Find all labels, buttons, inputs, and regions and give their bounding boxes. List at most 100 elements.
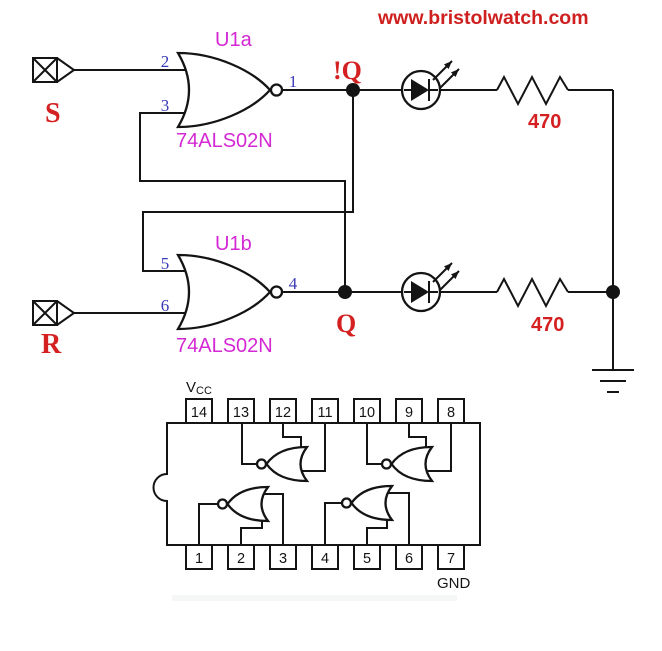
dip-pin-box-14	[185, 398, 213, 424]
s-connector-point	[56, 57, 76, 83]
dip-nor-gate-bottomleft	[226, 485, 271, 523]
dip-pin-number-7: 7	[447, 551, 455, 567]
dip-pin-box-3	[269, 544, 297, 570]
led-q	[400, 262, 460, 313]
led-arrowhead-2	[451, 69, 459, 77]
label-s: S	[45, 98, 61, 129]
dip-pin-number-13: 13	[233, 405, 249, 421]
dip-pin-box-9	[395, 398, 423, 424]
dip-pin-box-7	[437, 544, 465, 570]
dip-body-outline	[152, 422, 481, 546]
wire-notq-feedback-to-pin5	[142, 90, 354, 272]
resistor-r2-zigzag	[496, 276, 569, 309]
u1a-pin3-number: 3	[161, 96, 170, 115]
dip-gate10-output-wire	[366, 423, 381, 465]
dip-bottom-pins: 1 2 3 4 5 6 7	[185, 544, 465, 570]
dip-pin-number-14: 14	[191, 405, 207, 421]
junction-notq	[346, 83, 360, 97]
nor-gate-u1a	[175, 51, 284, 129]
led-not-q	[400, 60, 460, 111]
dip-nor-bubble-topright	[380, 458, 393, 470]
led-diode-triangle	[411, 281, 429, 303]
dip-package: 14 13 12 11 10 9 8 1 2 3 4 5	[152, 379, 481, 592]
dip-top-pins: 14 13 12 11 10 9 8	[185, 398, 465, 424]
dip-internal-gates	[216, 445, 435, 523]
site-url-text: www.bristolwatch.com	[377, 7, 589, 29]
label-r: R	[41, 329, 62, 360]
dip-pin-number-9: 9	[405, 405, 413, 421]
u1b-pin4-number: 4	[289, 274, 298, 293]
resistor-r1-zigzag	[496, 74, 569, 107]
dip-gate4-output-wire	[324, 502, 341, 545]
led-arrowhead-2	[451, 271, 459, 279]
s-connector-box	[32, 57, 58, 83]
dip-pin-number-8: 8	[447, 405, 455, 421]
wire-q-feedback-to-pin3	[139, 112, 346, 292]
dip-nor-bubble-bottomright	[340, 497, 353, 509]
led-diode-bar	[404, 79, 438, 101]
dip-gnd-label: GND	[437, 575, 471, 592]
u1b-pin6-number: 6	[161, 296, 170, 315]
u1b-pin5-number: 5	[161, 254, 170, 273]
dip-pin-box-5	[353, 544, 381, 570]
dip-pin-box-4	[311, 544, 339, 570]
u1a-pin2-number: 2	[161, 52, 170, 71]
dip-vcc-label: VCC	[186, 379, 212, 397]
dip-pin-number-11: 11	[317, 405, 332, 421]
dip-gate1-output-wire	[198, 503, 217, 545]
u1b-invert-bubble	[269, 285, 284, 299]
u1b-designator: U1b	[215, 233, 252, 255]
s-connector-x-icon	[32, 57, 58, 83]
u1a-pin1-number: 1	[289, 72, 298, 91]
u1a-designator: U1a	[215, 29, 253, 51]
dip-pin-number-3: 3	[279, 551, 287, 567]
dip-nor-bubble-bottomleft	[216, 498, 229, 510]
label-not-q: !Q	[333, 56, 362, 85]
junction-q	[338, 285, 352, 299]
led-diode-bar	[404, 281, 438, 303]
dip-nor-gate-topleft	[265, 445, 310, 483]
dip-pin-number-12: 12	[275, 405, 291, 421]
dip-gate13-input11-wire	[298, 423, 326, 472]
label-q: Q	[336, 309, 356, 338]
u1b-gate-body	[175, 253, 272, 331]
junction-rail	[606, 285, 620, 299]
dip-gate13-input12-wire	[282, 423, 302, 455]
led-diode-triangle	[411, 79, 429, 101]
dip-nor-bubble-topleft	[255, 458, 268, 470]
dip-pin-box-10	[353, 398, 381, 424]
r-connector-point	[56, 300, 76, 326]
dip-vcc-v: V	[186, 379, 196, 396]
r-connector-x-icon	[32, 300, 58, 326]
wires	[74, 69, 614, 370]
u1a-part-number: 74ALS02N	[176, 130, 273, 152]
dip-gate10-input9-wire	[408, 423, 427, 455]
dip-pin-box-6	[395, 544, 423, 570]
resistor-r1-value: 470	[528, 111, 561, 133]
dip-pin-box-8	[437, 398, 465, 424]
resistor-r2-value: 470	[531, 314, 564, 336]
dip-pin-box-2	[227, 544, 255, 570]
u1b-part-number: 74ALS02N	[176, 335, 273, 357]
dip-pin-box-1	[185, 544, 213, 570]
dip-gate4-input6-wire	[384, 492, 410, 545]
dip-internal-wires	[198, 423, 452, 545]
u1a-invert-bubble	[269, 83, 284, 97]
led-arrowhead-1	[444, 263, 452, 271]
dip-pin-box-12	[269, 398, 297, 424]
led-arrowhead-1	[444, 61, 452, 69]
dip-vcc-sub: CC	[196, 385, 212, 397]
dip-pin-number-10: 10	[359, 405, 375, 421]
ground-bars	[592, 369, 634, 393]
dip-nor-gate-topright	[390, 445, 435, 483]
dip-gate10-input8-wire	[423, 423, 452, 472]
dip-nor-gate-bottomright	[350, 484, 395, 522]
nor-gate-u1b	[175, 253, 284, 331]
dip-gate13-output-wire	[241, 423, 256, 465]
dip-pin-number-4: 4	[321, 551, 329, 567]
dip-pin-number-1: 1	[195, 551, 203, 567]
dip-pin-box-11	[311, 398, 339, 424]
dip-pin-box-13	[227, 398, 255, 424]
